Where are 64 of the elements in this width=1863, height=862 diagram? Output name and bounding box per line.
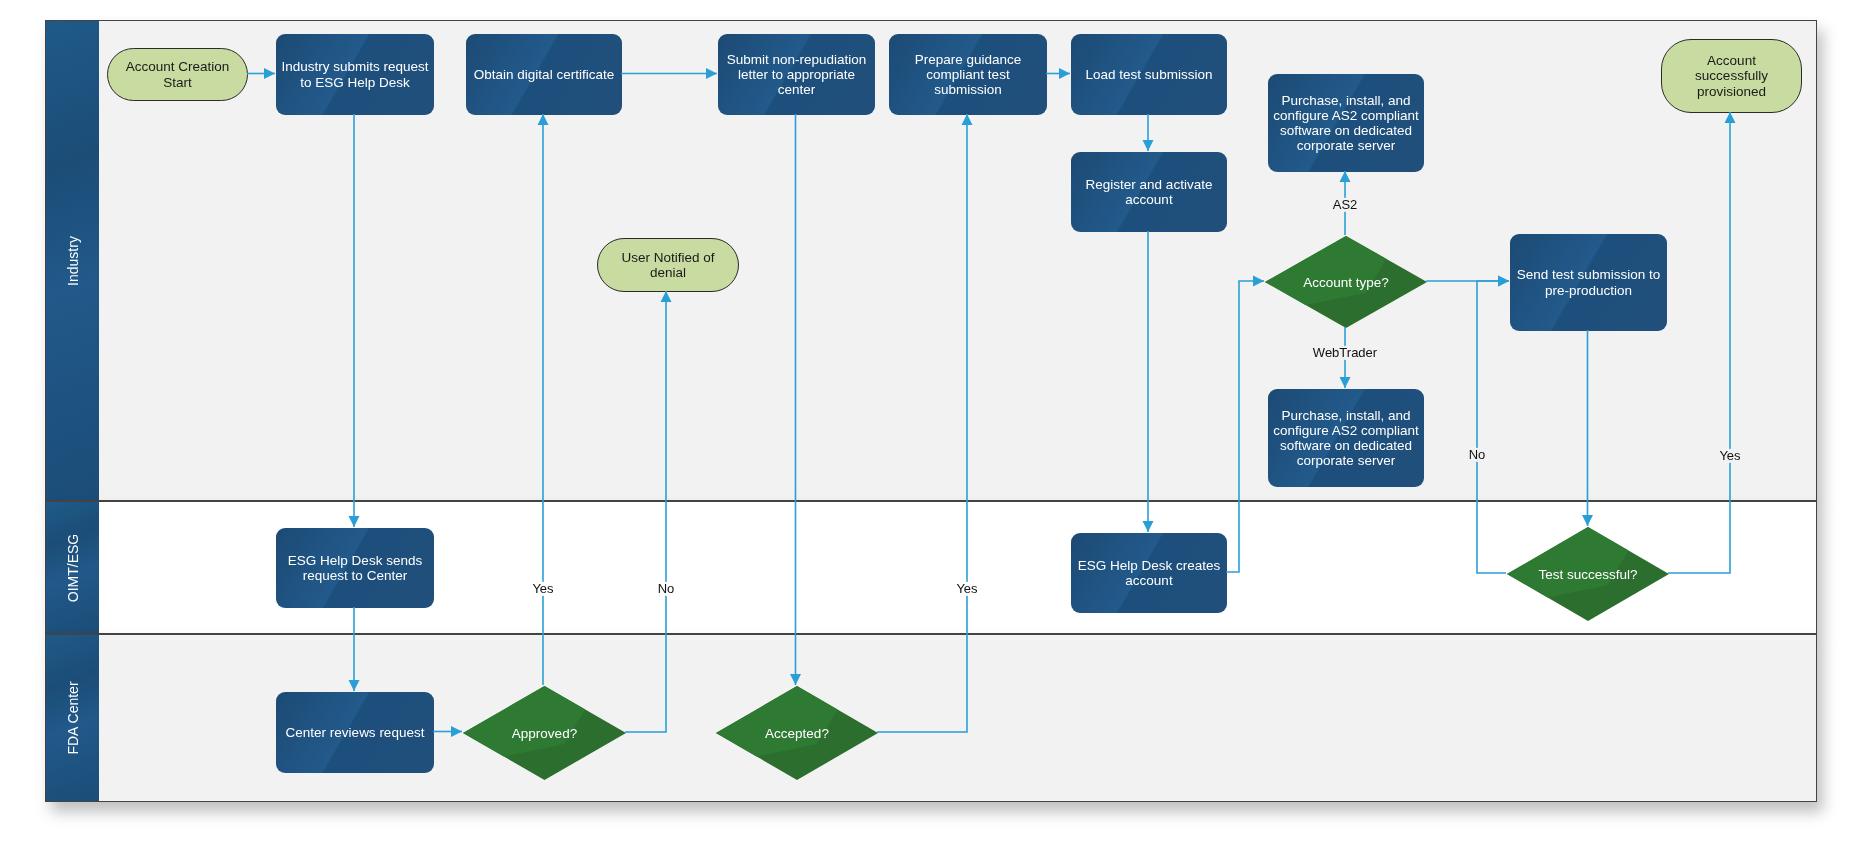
node-label: Industry submits request to ESG Help Desk (281, 59, 429, 90)
process-box (1268, 389, 1424, 487)
node-label: Center reviews request (285, 724, 425, 741)
swimlane (45, 501, 1817, 634)
process-box (276, 528, 434, 608)
arrow (348, 113, 360, 528)
arrow (1225, 275, 1265, 573)
arrow (620, 67, 718, 80)
process-box (1071, 34, 1227, 115)
edge-label: Yes (530, 581, 556, 597)
node-label: ESG Help Desk creates account (1076, 557, 1222, 589)
process-box (276, 34, 434, 115)
arrow (537, 113, 549, 686)
node-label: Load test submission (1085, 66, 1213, 83)
node-label: Account Creation Start (124, 59, 231, 90)
edge-label: Yes (1717, 448, 1743, 464)
process-box (466, 34, 622, 115)
node-label: Purchase, install, and configure AS2 compliant software on dedicated corporate server (1273, 92, 1419, 154)
process-box (276, 692, 434, 773)
decision-diamond (463, 686, 626, 780)
process-box (1071, 152, 1227, 232)
lane-label: OIMT/ESG (64, 533, 81, 602)
decision-diamond (1507, 527, 1669, 621)
decision-diamond (716, 686, 878, 780)
edge-label: No (1466, 447, 1488, 463)
node-label: Submit non-repudiation letter to appropriate center (725, 51, 868, 98)
swimlane (45, 20, 1817, 501)
arrow (789, 113, 802, 686)
node-label: Accepted? (765, 725, 829, 741)
node-label: User Notified of denial (620, 249, 716, 281)
arrow (1581, 329, 1594, 527)
arrow (624, 290, 672, 733)
node-label: Account successfully provisioned (1694, 53, 1769, 99)
arrow (876, 113, 973, 733)
process-box (1510, 234, 1667, 331)
node-label: Account type? (1303, 274, 1389, 290)
lane-label: Industry (64, 235, 81, 286)
arrow (1667, 111, 1736, 574)
arrow (1045, 67, 1071, 80)
node-label: Prepare guidance compliant test submission (913, 51, 1023, 98)
arrow (1142, 113, 1154, 152)
edge-label: WebTrader (1310, 345, 1380, 361)
decision-diamond (1265, 236, 1427, 328)
node-label: Approved? (511, 725, 578, 741)
edge-label: Yes (954, 581, 980, 597)
arrow (348, 606, 360, 692)
swimlane (45, 634, 1817, 802)
node-label: Send test submission to pre-production (1515, 267, 1662, 298)
node-label: Test successful? (1538, 566, 1638, 582)
node-label: ESG Help Desk sends request to Center (286, 552, 424, 584)
arrow (1142, 230, 1154, 533)
node-label: Obtain digital certificate (473, 66, 615, 83)
process-box (718, 34, 875, 115)
edge-label: AS2 (1330, 197, 1360, 213)
edge-label: No (655, 581, 677, 597)
process-box (1268, 74, 1424, 172)
arrow (1476, 275, 1510, 574)
process-box (889, 34, 1047, 115)
node-label: Purchase, install, and configure AS2 compliant software on dedicated corporate server (1273, 407, 1419, 469)
lane-label: FDA Center (64, 681, 81, 755)
arrow (246, 67, 276, 80)
arrow (432, 725, 463, 738)
process-box (1071, 533, 1227, 613)
node-label: Register and activate account (1084, 176, 1214, 208)
